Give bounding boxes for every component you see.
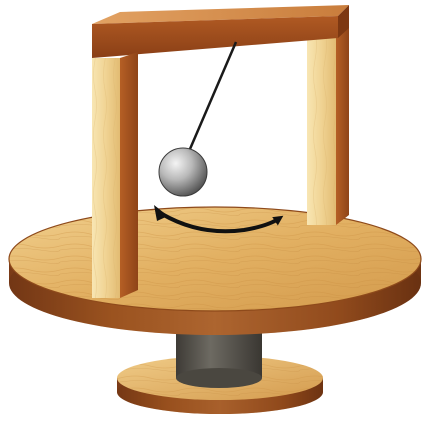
left-post-side	[120, 52, 138, 298]
pendulum-string	[187, 42, 236, 156]
pendulum-bob	[159, 148, 207, 196]
right-post	[307, 12, 349, 225]
turntable	[9, 207, 421, 335]
right-post-side	[336, 12, 349, 225]
left-post	[92, 12, 138, 298]
